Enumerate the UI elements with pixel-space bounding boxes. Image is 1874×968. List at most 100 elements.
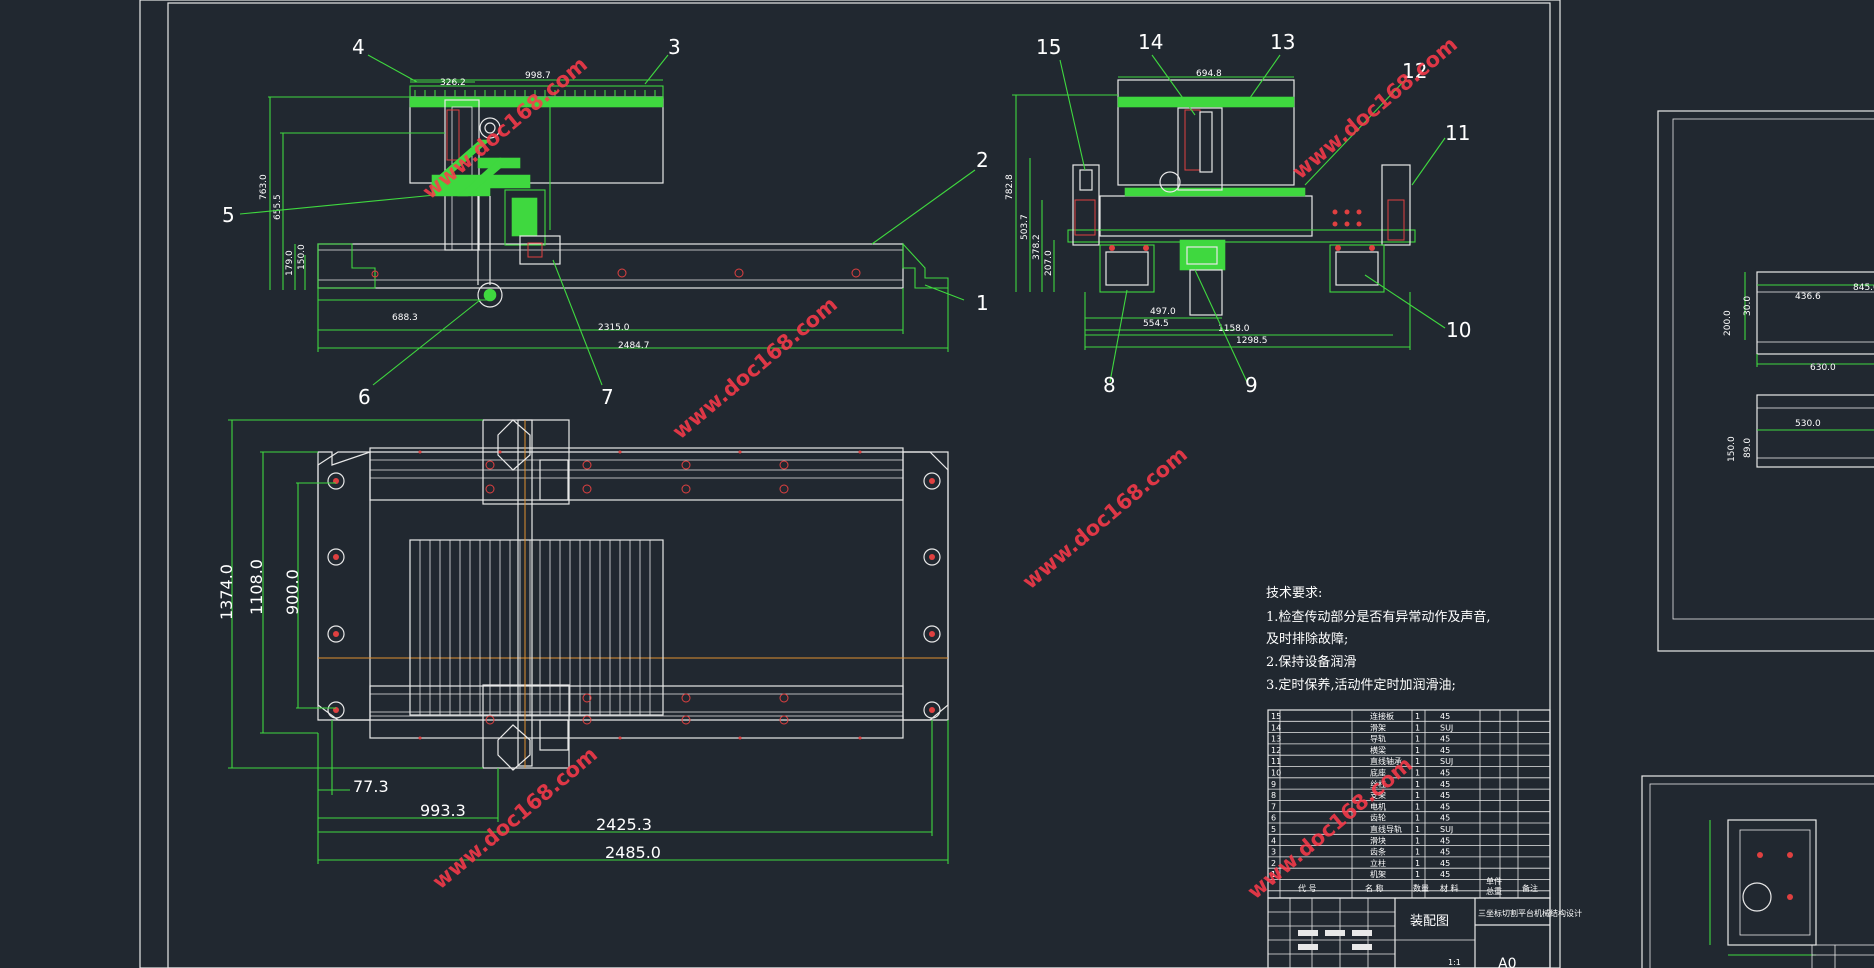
top-dim-77: 77.3: [353, 777, 389, 796]
front-dim-326: 326.2: [440, 78, 466, 88]
bom-cell-qty: 1: [1415, 859, 1420, 868]
bom-cell-qty: 1: [1415, 836, 1420, 845]
title-scale: 1:1: [1448, 958, 1461, 967]
front-dim-763: 763.0: [259, 174, 269, 200]
callout-2: 2: [976, 148, 989, 172]
top-dim-1374: 1374.0: [217, 564, 236, 620]
bom-cell-mat: SUJ: [1440, 757, 1453, 766]
title-project: 三坐标切割平台机械结构设计: [1478, 908, 1582, 918]
watermark-2: www.doc168.com: [668, 292, 842, 444]
bom-header-name: 名 称: [1365, 883, 1384, 893]
bom-cell-name: 支架: [1370, 790, 1386, 800]
bom-cell-mat: 45: [1440, 735, 1450, 744]
side-dim-554: 554.5: [1143, 319, 1169, 329]
top-dim-2485: 2485.0: [605, 843, 661, 862]
front-dim-2484: 2484.7: [618, 341, 650, 351]
callout-12: 12: [1402, 59, 1427, 83]
bom-cell-no: 2: [1271, 859, 1276, 868]
watermark-4: www.doc168.com: [1288, 32, 1462, 184]
bom-cell-qty: 1: [1415, 712, 1420, 721]
title-drawing-name: 装配图: [1410, 914, 1449, 929]
bom-cell-no: 1: [1271, 870, 1276, 879]
side-dim-378: 378.2: [1032, 234, 1042, 260]
front-dim-688: 688.3: [392, 313, 418, 323]
right-dim-30: 30.0: [1743, 296, 1753, 316]
callout-5: 5: [222, 203, 235, 227]
bom-cell-mat: 45: [1440, 780, 1450, 789]
bom-header-unit: 单件: [1486, 876, 1502, 886]
bom-cell-no: 11: [1271, 757, 1281, 766]
callout-14: 14: [1138, 30, 1163, 54]
bom-cell-name: 底座: [1370, 768, 1386, 778]
bom-cell-no: 9: [1271, 780, 1276, 789]
bom-cell-qty: 1: [1415, 780, 1420, 789]
bom-header-qty: 数量: [1413, 883, 1429, 893]
title-sheet-size: A0: [1498, 956, 1516, 968]
front-dim-998: 998.7: [525, 71, 551, 81]
technical-notes: 技术要求: 1.检查传动部分是否有异常动作及声音, 及时排除故障; 2.保持设备…: [1266, 586, 1491, 693]
side-dim-207: 207.0: [1044, 250, 1054, 276]
bom-cell-no: 6: [1271, 814, 1276, 823]
top-view: 1374.0 1108.0 900.0 77.3 993.3 2425.3 24…: [217, 419, 949, 864]
notes-heading: 技术要求:: [1266, 586, 1322, 601]
callout-13: 13: [1270, 30, 1295, 54]
side-dim-497: 497.0: [1150, 307, 1176, 317]
bom-cell-no: 15: [1271, 712, 1281, 721]
callout-1: 1: [976, 291, 989, 315]
bom-cell-name: 立柱: [1370, 858, 1386, 868]
bom-cell-name: 直线导轨: [1370, 824, 1402, 834]
bom-cell-qty: 1: [1415, 870, 1420, 879]
adjacent-sheet-bottom: [1641, 775, 1874, 968]
front-dim-655: 655.5: [273, 194, 283, 220]
right-dim-200: 200.0: [1723, 310, 1733, 336]
right-dim-845: 845.0: [1853, 283, 1874, 293]
bom-cell-name: 电机: [1370, 801, 1386, 811]
front-dim-2315: 2315.0: [598, 323, 630, 333]
watermarks: www.doc168.com www.doc168.com www.doc168…: [418, 32, 1462, 904]
bom-cell-qty: 1: [1415, 825, 1420, 834]
bom-cell-qty: 1: [1415, 814, 1420, 823]
callout-8: 8: [1103, 373, 1116, 397]
bom-cell-no: 5: [1271, 825, 1276, 834]
bom-cell-qty: 1: [1415, 848, 1420, 857]
side-dim-694: 694.8: [1196, 69, 1222, 79]
bom-header-total: 总重: [1486, 886, 1502, 896]
bom-cell-name: 滑块: [1370, 835, 1386, 845]
callout-6: 6: [358, 385, 371, 409]
right-dim-89: 89.0: [1743, 438, 1753, 458]
callout-3: 3: [668, 35, 681, 59]
bom-cell-mat: 45: [1440, 848, 1450, 857]
bom-cell-no: 3: [1271, 848, 1276, 857]
right-dim-530: 530.0: [1795, 419, 1821, 429]
callout-15: 15: [1036, 35, 1061, 59]
callout-7: 7: [601, 385, 614, 409]
front-dim-179: 179.0: [285, 250, 295, 276]
bom-cell-qty: 1: [1415, 769, 1420, 778]
leader-lines: [239, 54, 1446, 386]
top-dim-2425: 2425.3: [596, 815, 652, 834]
top-dim-1108: 1108.0: [247, 559, 266, 615]
bom-cell-name: 滑架: [1370, 722, 1386, 732]
side-dim-503: 503.7: [1020, 214, 1030, 240]
bom-cell-mat: 45: [1440, 802, 1450, 811]
bom-cell-name: 直线轴承: [1370, 756, 1402, 766]
bom-header-material: 材 料: [1440, 883, 1459, 893]
bom-cell-mat: SUJ: [1440, 723, 1453, 732]
bom-cell-name: 机架: [1370, 869, 1386, 879]
bom-cell-qty: 1: [1415, 757, 1420, 766]
bom-header-code: 代 号: [1298, 883, 1317, 893]
callout-11: 11: [1445, 121, 1470, 145]
bom-cell-name: 连接板: [1370, 711, 1394, 721]
callout-9: 9: [1245, 373, 1258, 397]
notes-line1: 1.检查传动部分是否有异常动作及声音,: [1266, 609, 1491, 625]
bom-cell-no: 13: [1271, 735, 1281, 744]
side-view: 694.8 782.8 503.7 378.2 207.0 497.0 554.…: [1005, 69, 1416, 350]
bom-cell-mat: SUJ: [1440, 825, 1453, 834]
bom-cell-qty: 1: [1415, 802, 1420, 811]
side-dim-782: 782.8: [1005, 174, 1015, 200]
right-dim-436: 436.6: [1795, 292, 1821, 302]
bom-cell-mat: 45: [1440, 769, 1450, 778]
bom-cell-no: 7: [1271, 802, 1276, 811]
callout-10: 10: [1446, 318, 1471, 342]
